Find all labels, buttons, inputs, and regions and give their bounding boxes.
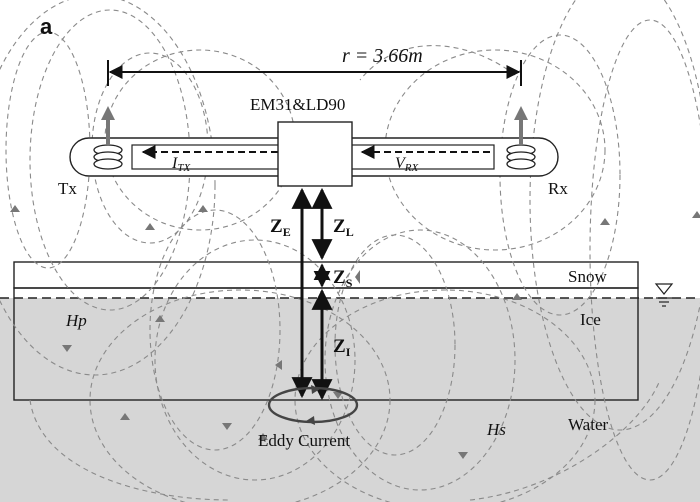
dipole-arrow-tx	[101, 106, 115, 145]
field-arrows	[10, 205, 700, 459]
current-label: ITX	[171, 155, 191, 174]
transmitter-label: Tx	[58, 179, 77, 198]
receiver-label: Rx	[548, 179, 568, 198]
snow-label: Snow	[568, 267, 607, 286]
eddy-current-label: Eddy Current	[258, 431, 350, 450]
snow-layer	[13, 261, 639, 289]
water-label: Water	[568, 415, 608, 434]
voltage-label: VRX	[395, 155, 420, 174]
receiver-coil-icon	[506, 144, 536, 170]
ze-label: ZE	[270, 216, 291, 239]
primary-field-label: Hp	[65, 311, 87, 330]
panel-label: a	[40, 14, 53, 39]
distance-label: r = 3.66m	[342, 45, 423, 67]
dipole-arrow-rx	[514, 106, 528, 145]
secondary-field-label: Hs	[486, 420, 506, 439]
transmitter-coil-icon	[93, 144, 123, 170]
water-level-icon	[654, 283, 674, 307]
zl-label: ZL	[333, 216, 354, 239]
instrument-box	[277, 121, 353, 187]
ice-label: Ice	[580, 310, 601, 329]
eddy-arrow-bottom	[306, 416, 315, 425]
zi-label: ZI	[333, 336, 351, 359]
zs-label: ZS	[333, 267, 353, 290]
instrument-label: EM31&LD90	[250, 95, 345, 114]
eddy-arrow-top	[311, 385, 320, 394]
